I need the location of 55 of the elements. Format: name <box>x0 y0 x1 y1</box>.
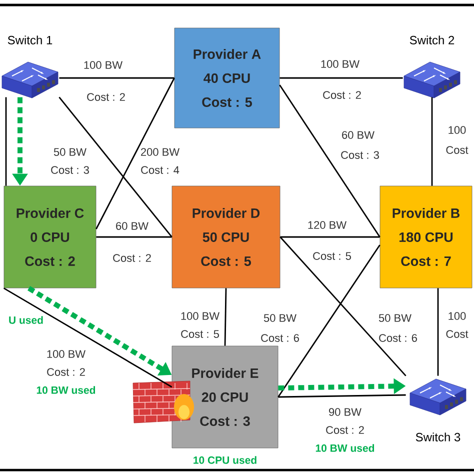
switch-label: Switch 2 <box>410 36 454 44</box>
connector-line <box>96 78 175 230</box>
cost-label: Cost : 2 <box>326 426 364 434</box>
edge-label: 100 BW <box>84 61 122 69</box>
cost-label: Cost : 6 <box>379 334 417 342</box>
connector-line <box>280 236 406 376</box>
edge-label: 120 BW <box>308 221 346 229</box>
edge-label: 100 BW <box>47 350 86 358</box>
edge-label: 100 <box>448 126 466 134</box>
edge-label: 50 BW <box>54 148 86 156</box>
connector-line <box>278 394 406 398</box>
connector-line <box>280 77 403 79</box>
usage-label: U used <box>9 316 43 324</box>
provider-box: Provider B 180 CPU Cost : 7 <box>380 186 472 288</box>
cost-label: Cost : 3 <box>341 151 379 159</box>
edge-label: 60 BW <box>342 131 374 139</box>
switch-label: Switch 1 <box>8 36 52 44</box>
connector-line <box>96 236 172 238</box>
cost-label: Cost : 2 <box>323 91 361 99</box>
provider-box: Provider A 40 CPU Cost : 5 <box>174 28 280 128</box>
connector-line <box>5 97 7 186</box>
usage-label: 10 BW used <box>36 386 96 394</box>
cost-label: Cost : 3 <box>51 166 89 174</box>
edge-label: 200 BW <box>140 148 180 156</box>
cost-label: Cost : 6 <box>261 334 299 342</box>
connector-line <box>59 77 174 79</box>
edge-label: 100 BW <box>321 60 360 68</box>
connector-line <box>280 236 380 238</box>
edge-label: 50 BW <box>264 314 296 322</box>
edge-label: 60 BW <box>116 222 148 230</box>
connector-line <box>224 288 227 346</box>
provider-box: Provider E 20 CPU Cost : 3 <box>172 346 278 448</box>
connector-line <box>431 97 433 186</box>
edge-label: 90 BW <box>329 408 362 416</box>
edge-label: 50 BW <box>378 314 412 322</box>
connector-line <box>3 288 172 388</box>
cost-label: Cost : 2 <box>87 93 125 101</box>
usage-label: 10 BW used <box>316 444 374 452</box>
cost-label: Cost : 2 <box>47 368 85 376</box>
usage-label: 10 CPU used <box>194 456 256 464</box>
cost-label: Cost <box>446 146 468 154</box>
switch-label: Switch 3 <box>416 432 460 442</box>
edge-label: 100 <box>448 312 466 320</box>
edge-label: 100 BW <box>181 312 220 320</box>
connector-line <box>279 84 380 238</box>
provider-box: Provider D 50 CPU Cost : 5 <box>172 186 280 288</box>
cost-label: Cost : 2 <box>113 254 151 262</box>
cost-label: Cost : 5 <box>181 330 219 338</box>
provider-box: Provider C 0 CPU Cost : 2 <box>4 186 96 288</box>
cost-label: Cost <box>446 330 468 338</box>
connector-line <box>278 244 380 398</box>
cost-label: Cost : 5 <box>313 252 351 260</box>
cost-label: Cost : 4 <box>141 166 180 174</box>
connector-line <box>437 288 439 376</box>
connector-line <box>58 96 172 238</box>
